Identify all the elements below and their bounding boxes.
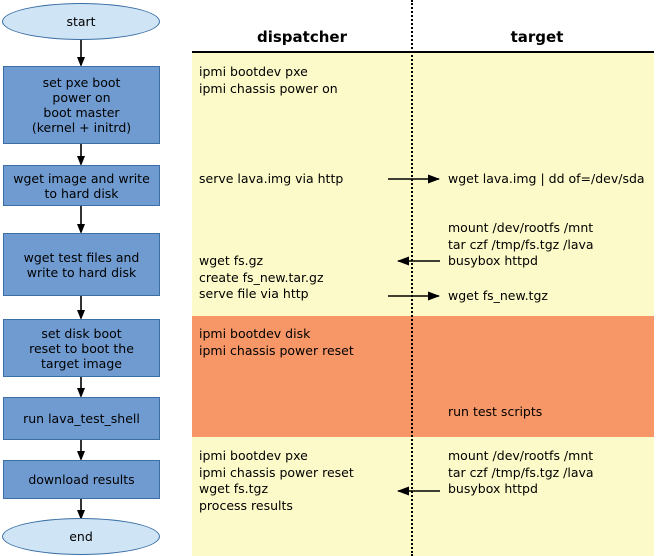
- message-dispatcher-serve-lava-img: serve lava.img via http: [199, 171, 344, 186]
- phase-band-boot-and-provision: [192, 53, 654, 316]
- message-dispatcher-wget-create-serve: wget fs.gz create fs_new.tar.gz serve fi…: [199, 253, 324, 301]
- flow-node-run-lava-test-shell-label: run lava_test_shell: [23, 411, 140, 426]
- flow-node-download-results-label: download results: [28, 472, 135, 487]
- flow-node-end-label: end: [69, 529, 93, 544]
- flow-node-wget-tests-label: wget test files and write to hard disk: [23, 249, 140, 280]
- message-arrows: [388, 174, 440, 496]
- flow-node-set-pxe-boot[interactable]: set pxe boot power on boot master (kerne…: [3, 66, 160, 144]
- message-target-mount-tar-httpd-2: mount /dev/rootfs /mnt tar czf /tmp/fs.t…: [448, 448, 594, 496]
- flow-node-set-disk-boot[interactable]: set disk boot reset to boot the target i…: [3, 319, 160, 377]
- flow-node-set-disk-boot-label: set disk boot reset to boot the target i…: [29, 325, 134, 371]
- flow-node-end[interactable]: end: [2, 518, 160, 555]
- column-header-target: target: [510, 28, 564, 46]
- flow-node-download-results[interactable]: download results: [3, 460, 160, 499]
- phase-band-test-run-highlight: [192, 316, 654, 437]
- flow-node-run-lava-test-shell[interactable]: run lava_test_shell: [3, 397, 160, 440]
- phase-band-results-collection: [192, 437, 654, 556]
- flow-node-start[interactable]: start: [2, 3, 160, 40]
- sequence-panel: dispatcher target ipmi bootdev pxe ipmi …: [192, 0, 654, 556]
- flowchart-column: start set pxe boot power on boot master …: [0, 0, 190, 556]
- header-divider-rule: [192, 51, 654, 53]
- message-dispatcher-ipmi-pxe-poweron: ipmi bootdev pxe ipmi chassis power on: [199, 64, 338, 96]
- flowchart-connectors: [77, 40, 85, 520]
- lifeline-divider: [411, 0, 413, 556]
- message-dispatcher-reboot-and-process: ipmi bootdev pxe ipmi chassis power rese…: [199, 448, 354, 513]
- message-target-wget-lava-img: wget lava.img | dd of=/dev/sda: [448, 171, 645, 186]
- flow-node-wget-image-label: wget image and write to hard disk: [13, 170, 150, 201]
- message-target-wget-fs-new: wget fs_new.tgz: [448, 288, 548, 303]
- column-header-dispatcher: dispatcher: [257, 28, 347, 46]
- flow-node-set-pxe-boot-label: set pxe boot power on boot master (kerne…: [31, 75, 132, 135]
- message-dispatcher-ipmi-disk-reset: ipmi bootdev disk ipmi chassis power res…: [199, 326, 354, 358]
- flow-node-wget-image[interactable]: wget image and write to hard disk: [3, 165, 160, 206]
- flow-node-start-label: start: [66, 14, 96, 29]
- message-target-mount-tar-httpd-1: mount /dev/rootfs /mnt tar czf /tmp/fs.t…: [448, 220, 594, 268]
- flow-node-wget-tests[interactable]: wget test files and write to hard disk: [3, 233, 160, 296]
- message-target-run-test-scripts: run test scripts: [448, 404, 543, 419]
